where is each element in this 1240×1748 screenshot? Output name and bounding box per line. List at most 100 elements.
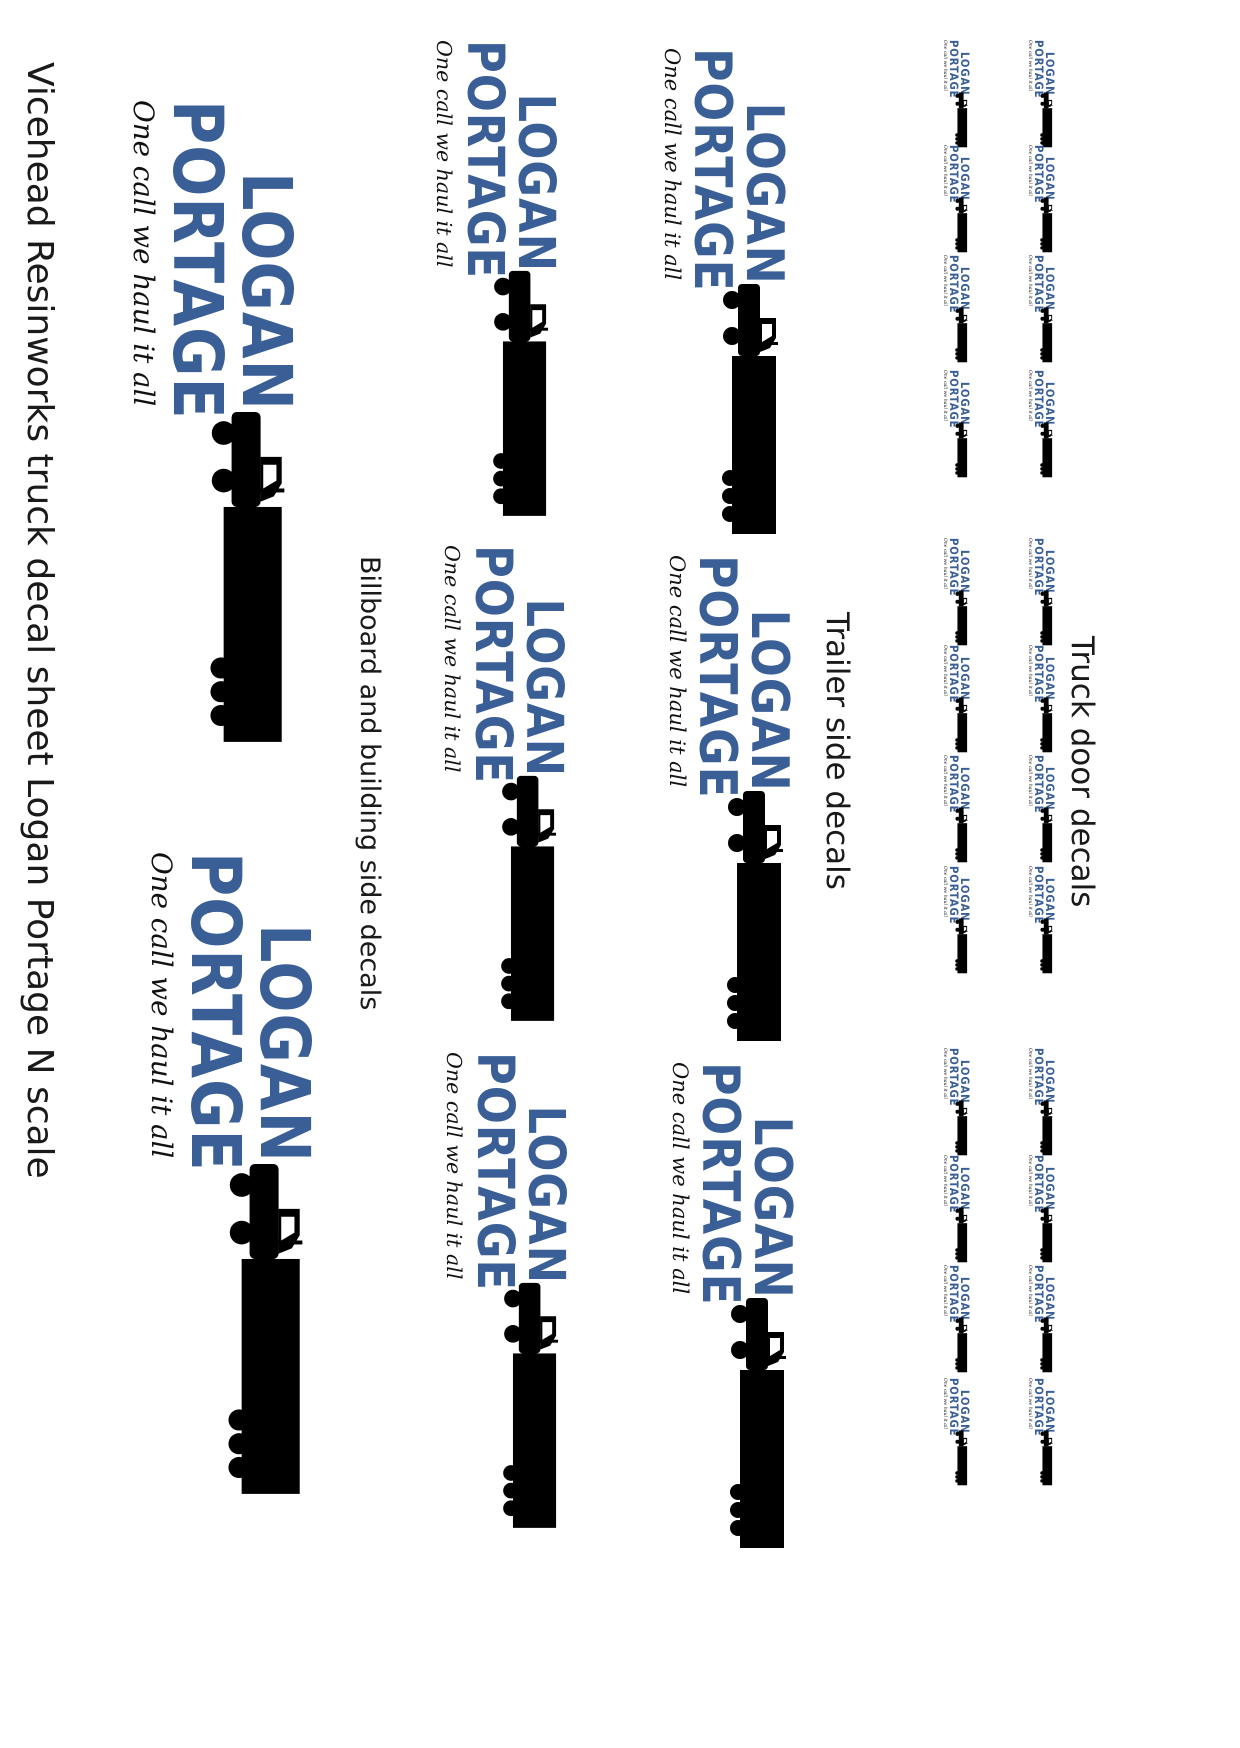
truck-silhouette-icon [955,91,968,147]
logo-decal: LOGAN PORTAGE One call we haul it all [1027,145,1057,252]
tagline: One call we haul it all [942,1155,948,1206]
tagline: One call we haul it all [942,255,948,306]
brand-line-portage: PORTAGE [175,852,256,1172]
logo-decal: LOGAN PORTAGE One call we haul it all [1027,40,1057,147]
tagline: One call we haul it all [1027,370,1033,421]
tagline: One call we haul it all [942,370,948,421]
section-label-trailer-side: Trailer side decals [819,612,855,890]
tagline: One call we haul it all [1027,538,1033,589]
tagline: One call we haul it all [1027,866,1033,917]
logo-decal: LOGAN PORTAGE One call we haul it all [1027,1048,1057,1155]
tagline: One call we haul it all [942,645,948,696]
tagline: One call we haul it all [668,1062,692,1295]
brand-line-logan: LOGAN [739,609,799,792]
tagline: One call we haul it all [1027,1048,1033,1099]
truck-silhouette-icon [722,284,778,534]
brand-line-logan: LOGAN [516,1105,575,1284]
tagline: One call we haul it all [440,545,465,773]
logo-decal: LOGAN PORTAGE One call we haul it all [942,755,972,862]
brand-line-logan: LOGAN [734,102,794,285]
section-label-billboard: Billboard and building side decals [354,556,385,1011]
logo-decal: LOGAN PORTAGE One call we haul it all [1027,538,1057,645]
truck-silhouette-icon [501,776,557,1022]
truck-silhouette-icon [955,306,968,362]
brand-line-portage: PORTAGE [157,100,238,420]
logo-decal: LOGAN PORTAGE One call we haul it all [942,645,972,752]
logo-decal: LOGAN PORTAGE One call we haul it all [942,538,972,645]
truck-silhouette-icon [1040,806,1053,862]
truck-silhouette-icon [730,1298,786,1548]
logo-decal: LOGAN PORTAGE One call we haul it all [942,255,972,362]
tagline: One call we haul it all [1027,645,1033,696]
brand-line-logan: LOGAN [514,598,573,777]
tagline: One call we haul it all [432,40,457,268]
tagline: One call we haul it all [942,1048,948,1099]
section-label-truck-door: Truck door decals [1064,636,1100,908]
truck-silhouette-icon [955,806,968,862]
truck-silhouette-icon [1040,1429,1053,1485]
truck-silhouette-icon [1040,1206,1053,1262]
logo-decal: LOGAN PORTAGE One call we haul it all [1027,370,1057,477]
truck-silhouette-icon [955,589,968,645]
truck-silhouette-icon [228,1163,303,1494]
tagline: One call we haul it all [127,100,161,407]
truck-silhouette-icon [1040,306,1053,362]
brand-line-portage: PORTAGE [690,1062,750,1306]
truck-silhouette-icon [955,696,968,752]
tagline: One call we haul it all [145,852,179,1159]
logo-decal: LOGAN PORTAGE One call we haul it all [145,852,324,1494]
tagline: One call we haul it all [1027,1378,1033,1429]
truck-silhouette-icon [955,1099,968,1155]
logo-decal: LOGAN PORTAGE One call we haul it all [432,40,565,517]
tagline: One call we haul it all [942,538,948,589]
tagline: One call we haul it all [942,866,948,917]
brand-line-portage: PORTAGE [455,40,515,279]
logo-decal: LOGAN PORTAGE One call we haul it all [1027,1378,1057,1485]
brand-line-logan: LOGAN [742,1116,802,1299]
truck-silhouette-icon [210,411,285,742]
tagline: One call we haul it all [1027,255,1033,306]
logo-decal: LOGAN PORTAGE One call we haul it all [1027,645,1057,752]
truck-silhouette-icon [1040,1099,1053,1155]
truck-silhouette-icon [1040,917,1053,973]
truck-silhouette-icon [955,1316,968,1372]
brand-line-logan: LOGAN [244,924,324,1163]
truck-silhouette-icon [727,791,783,1041]
tagline: One call we haul it all [442,1052,467,1280]
truck-silhouette-icon [955,1429,968,1485]
logo-decal: LOGAN PORTAGE One call we haul it all [942,866,972,973]
logo-decal: LOGAN PORTAGE One call we haul it all [942,1048,972,1155]
truck-silhouette-icon [955,917,968,973]
brand-line-portage: PORTAGE [687,555,747,799]
tagline: One call we haul it all [942,145,948,196]
truck-silhouette-icon [503,1283,559,1529]
tagline: One call we haul it all [1027,1155,1033,1206]
brand-line-portage: PORTAGE [465,1052,525,1291]
truck-silhouette-icon [955,421,968,477]
brand-line-portage: PORTAGE [463,545,523,784]
logo-decal: LOGAN PORTAGE One call we haul it all [440,545,573,1022]
truck-silhouette-icon [1040,696,1053,752]
logo-decal: LOGAN PORTAGE One call we haul it all [942,40,972,147]
logo-decal: LOGAN PORTAGE One call we haul it all [942,145,972,252]
tagline: One call we haul it all [1027,1265,1033,1316]
truck-silhouette-icon [1040,421,1053,477]
tagline: One call we haul it all [942,1265,948,1316]
tagline: One call we haul it all [1027,40,1033,91]
tagline: One call we haul it all [1027,755,1033,806]
logo-decal: LOGAN PORTAGE One call we haul it all [442,1052,575,1529]
logo-decal: LOGAN PORTAGE One call we haul it all [1027,1265,1057,1372]
tagline: One call we haul it all [660,48,684,281]
logo-decal: LOGAN PORTAGE One call we haul it all [1027,755,1057,862]
tagline: One call we haul it all [665,555,689,788]
logo-decal: LOGAN PORTAGE One call we haul it all [1027,255,1057,362]
logo-decal: LOGAN PORTAGE One call we haul it all [942,1265,972,1372]
logo-decal: LOGAN PORTAGE One call we haul it all [668,1062,802,1548]
tagline: One call we haul it all [942,40,948,91]
logo-decal: LOGAN PORTAGE One call we haul it all [942,1378,972,1485]
logo-decal: LOGAN PORTAGE One call we haul it all [942,1155,972,1262]
truck-silhouette-icon [1040,91,1053,147]
tagline: One call we haul it all [1027,145,1033,196]
tagline: One call we haul it all [942,755,948,806]
